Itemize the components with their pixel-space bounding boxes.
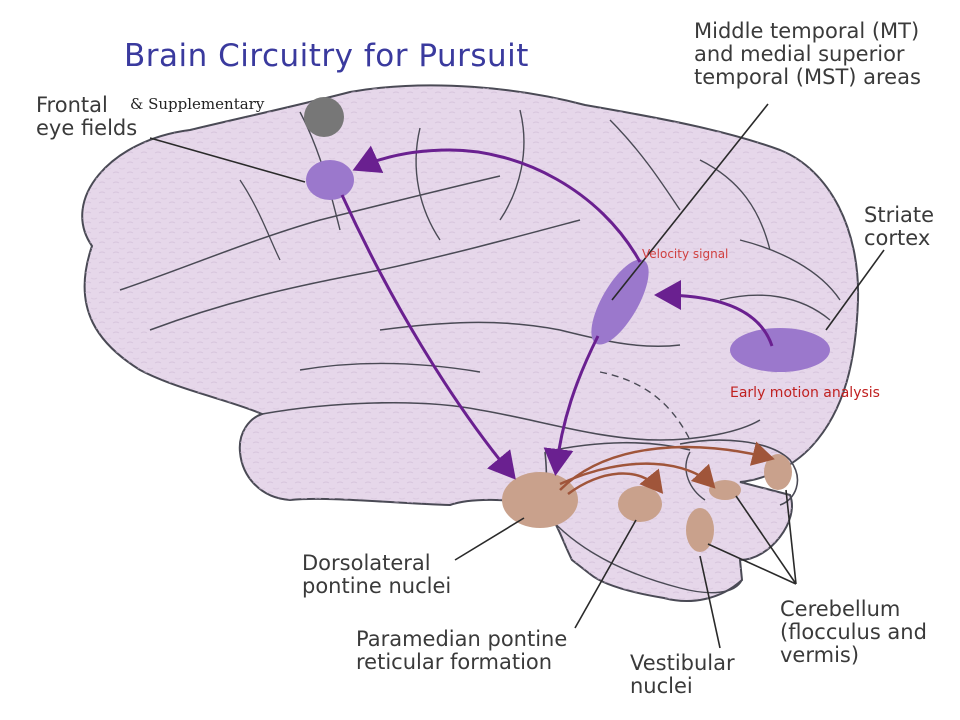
mt-to-fef-arrow (352, 145, 642, 263)
striate-cortex-area (730, 328, 830, 372)
cortical-areas (306, 160, 830, 372)
brainstem-pathways (559, 441, 775, 496)
frontal-eye-fields-label: Frontal eye fields (36, 93, 138, 140)
mt-to-pontine-arrow (543, 335, 600, 476)
supplementary-marker (304, 97, 344, 137)
pontine-to-flocculus-arrow (559, 462, 716, 489)
cerebellum-label: Cerebellum (flocculus and vermis) (780, 597, 927, 667)
brain-outline (81, 84, 860, 602)
early-motion-annotation: Early motion analysis (730, 385, 880, 401)
page-title: Brain Circuitry for Pursuit (124, 38, 529, 74)
pontine-to-paramedian-arrow (567, 468, 664, 496)
brainstem-nuclei (502, 454, 792, 552)
striate-cortex-label: Striate cortex (864, 203, 935, 250)
flocculus-nucleus (709, 480, 741, 500)
vestibular-nucleus (686, 508, 714, 552)
vestibular-label: Vestibular nuclei (630, 651, 735, 698)
dorsolateral-label: Dorsolateral pontine nuclei (302, 551, 452, 598)
paramedian-label: Paramedian pontine reticular formation (356, 627, 568, 674)
striate-to-mt-arrow (654, 280, 774, 347)
cortical-pathways (340, 145, 774, 480)
mt-mst-area (591, 259, 649, 345)
dorsolateral-pontine-nucleus (502, 472, 578, 528)
fef-to-pontine-arrow (340, 194, 516, 480)
paramedian-pontine-nucleus (618, 486, 662, 522)
supplementary-annotation: & Supplementary (130, 95, 265, 113)
velocity-signal-annotation: Velocity signal (642, 247, 729, 261)
leader-lines (149, 103, 885, 649)
vermis-nucleus (764, 454, 792, 490)
frontal-eye-field-area (306, 160, 354, 200)
mt-mst-label: Middle temporal (MT) and medial superior… (694, 19, 921, 89)
pontine-to-vermis-arrow (559, 441, 775, 491)
